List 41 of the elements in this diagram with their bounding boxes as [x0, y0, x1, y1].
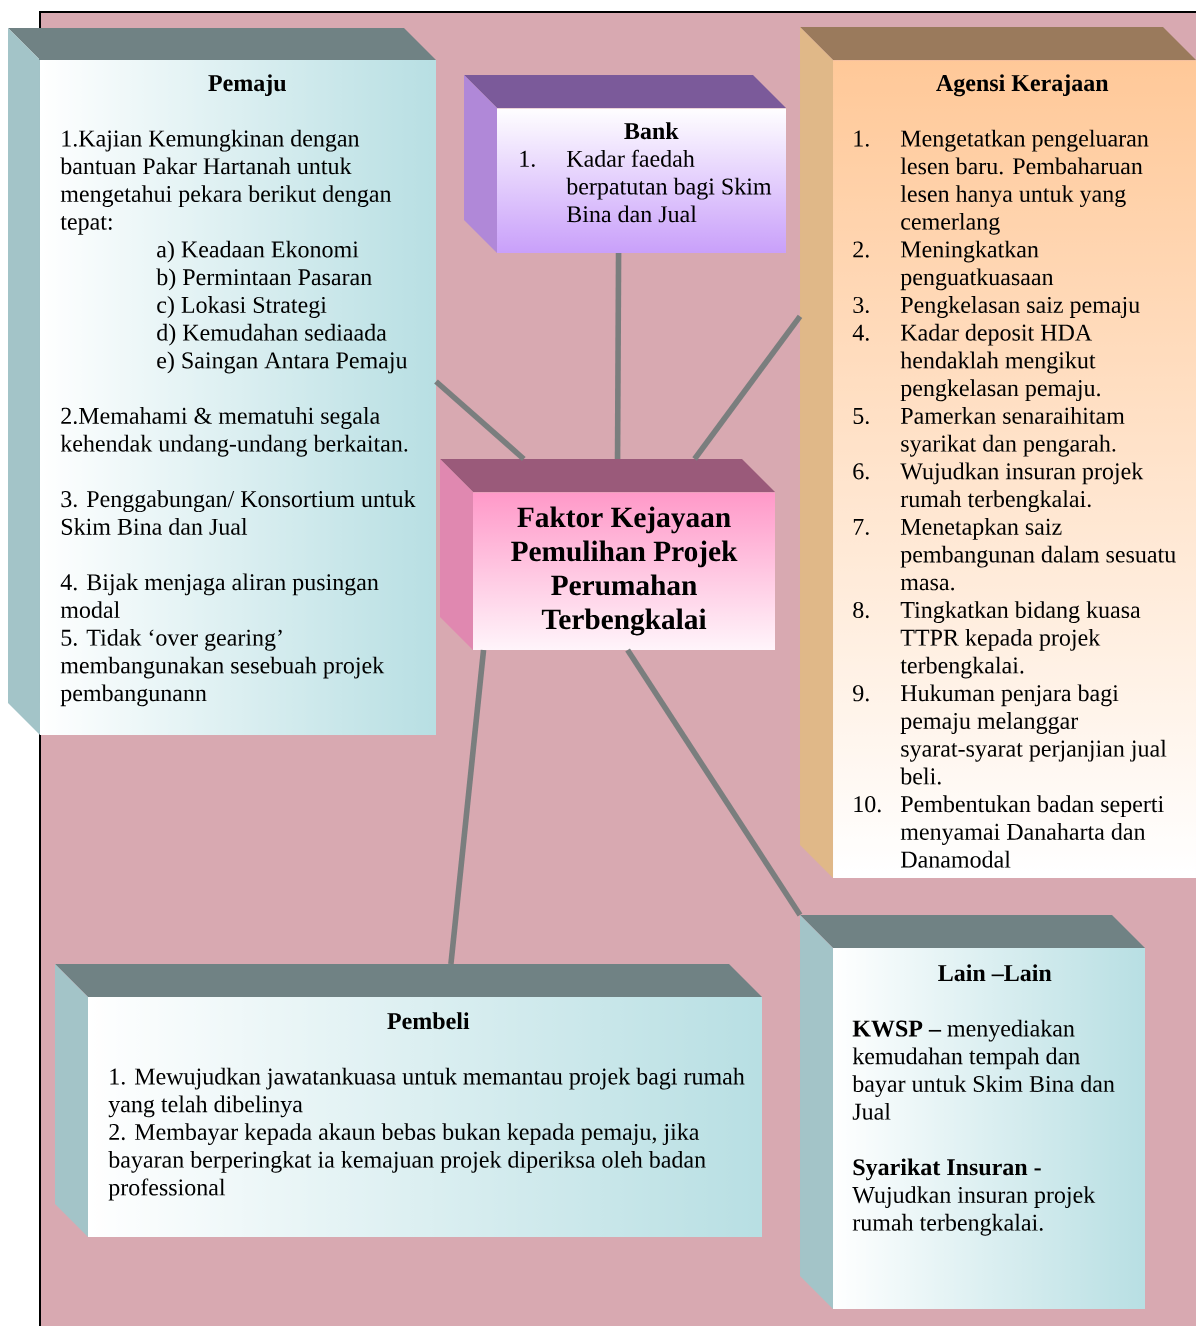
list-item: 9. Hukuman penjara bagi pemaju melanggar syarat-syarat perjanjian jual beli. — [853, 684, 1167, 785]
box-heading: Pembeli — [387, 1012, 470, 1030]
list-item: b) Permintaan Pasaran — [156, 268, 372, 291]
connector-line — [625, 648, 803, 917]
paragraph: 5. Tidak ‘over gearing’ membangunakan sesebuah projek pembangunann — [60, 628, 385, 707]
list-item: e) Saingan Antara Pemaju — [157, 351, 408, 374]
list-item: a) Keadaan Ekonomi — [157, 240, 359, 263]
paragraph: Syarikat Insuran - Wujudkan insuran projek rumah terbengkalai. — [852, 1158, 1096, 1236]
paragraph: 2. Membayar kepada akaun bebas bukan kepada pemaju, jika bayaran berperingkat ia kemajuan projek diperiksa oleh badan professional — [108, 1123, 706, 1201]
title-box — [440, 459, 775, 650]
paragraph: KWSP – menyediakan kemudahan tempah dan bayar untuk Skim Bina dan Jual — [852, 1019, 1115, 1120]
list-item: 1. Mengetatkan pengeluaran lesen baru. Pembaharuan lesen hanya untuk yang cemerlang — [854, 129, 1149, 235]
connector-line — [614, 253, 622, 459]
paragraph: 2.Memahami & mematuhi segala kehendak undang-undang berkaitan. — [60, 407, 408, 457]
paragraph: 1.Kajian Kemungkinan dengan bantuan Pakar Hartanah untuk mengetahui pekara berikut dengan tepat: — [60, 129, 392, 235]
info-box — [800, 27, 1196, 878]
box-heading: Bank — [624, 122, 679, 140]
info-box — [464, 75, 786, 253]
paragraph: 4. Bijak menjaga aliran pusingan modal — [60, 573, 379, 619]
list-item: 5. Pamerkan senaraihitam syarikat dan pengarah. — [853, 407, 1125, 457]
list-item: 7. Menetapkan saiz pembangunan dalam sesuatu masa. — [853, 518, 1176, 591]
list-item: d) Kemudahan sediaada — [157, 323, 387, 346]
info-box — [800, 915, 1145, 1309]
list-item: c) Lokasi Strategi — [157, 296, 327, 318]
list-item: 3. Pengkelasan saiz pemaju — [853, 296, 1140, 318]
paragraph: 1. Mewujudkan jawatankuasa untuk memantau projek bagi rumah yang telah dibelinya — [108, 1067, 745, 1118]
list-item: 4. Kadar deposit HDA hendaklah mengikut pengkelasan pemaju. — [852, 323, 1100, 402]
list-item: 10. Pembentukan badan seperti menyamai Danaharta dan Danamodal — [854, 795, 1164, 868]
paragraph: 3. Penggabungan/ Konsortium untuk Skim Bina dan Jual — [61, 490, 416, 535]
list-item: 6. Wujudkan insuran projek rumah terbengkalai. — [853, 462, 1144, 513]
box-heading: Agensi Kerajaan — [936, 74, 1109, 97]
title-text: Faktor Kejayaan Pemulihan Projek Perumahan Terbengkalai — [511, 506, 738, 636]
box-heading: Lain –Lain — [938, 964, 1052, 982]
info-box — [55, 964, 762, 1237]
list-item: 1. Kadar faedah berpatutan bagi Skim Bina dan Jual — [520, 149, 772, 223]
connector-line — [434, 379, 526, 462]
connector-line — [448, 649, 487, 965]
box-heading: Pemaju — [208, 74, 286, 96]
info-box — [8, 28, 436, 735]
list-item: 2. Meningkatkan penguatkuasaan — [853, 240, 1054, 291]
list-item: 8. Tingkatkan bidang kuasa TTPR kepada projek terbengkalai. — [853, 601, 1141, 679]
